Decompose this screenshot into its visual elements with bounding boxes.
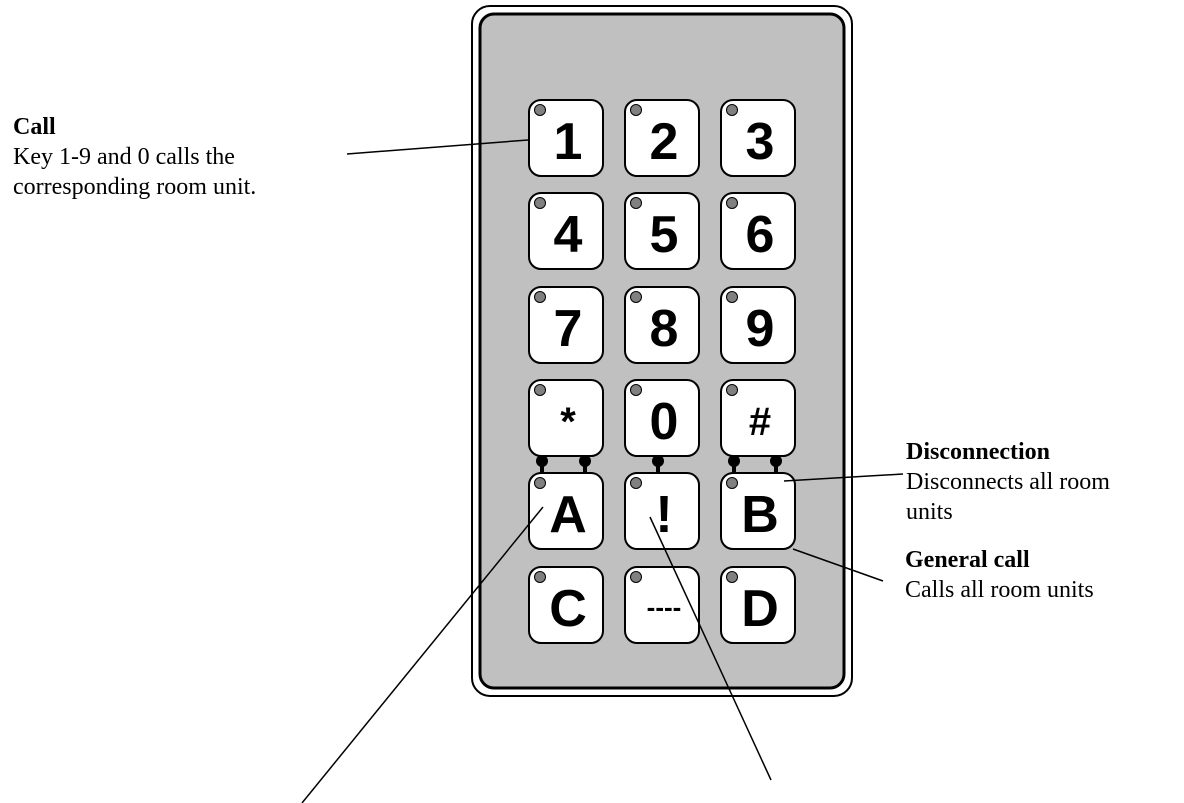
- key-face[interactable]: [624, 566, 700, 644]
- key-label: B: [741, 486, 779, 544]
- key-label: 1: [554, 113, 583, 171]
- key-label: D: [741, 580, 779, 638]
- general-call-title: General call: [905, 547, 1030, 573]
- connector-stem: [732, 461, 736, 473]
- key-label: C: [549, 580, 587, 638]
- key-label: 0: [650, 393, 679, 451]
- key-label: 2: [650, 113, 679, 171]
- key-face[interactable]: [720, 379, 796, 457]
- key-indicator-led: [630, 384, 642, 396]
- key-face[interactable]: [720, 472, 796, 550]
- key-indicator-led: [534, 477, 546, 489]
- leader-line-key-a: [301, 506, 544, 803]
- key-indicator-led: [534, 104, 546, 116]
- key-a[interactable]: A: [528, 472, 604, 550]
- call-description-line-1: Key 1-9 and 0 calls the: [13, 144, 235, 170]
- disconnection-description-line-2: units: [906, 499, 953, 525]
- key-face[interactable]: [528, 379, 604, 457]
- key-0[interactable]: 0: [624, 379, 700, 457]
- key-indicator-led: [630, 571, 642, 583]
- key-face[interactable]: [528, 99, 604, 177]
- key-label: 6: [746, 206, 775, 264]
- key-label: 3: [746, 113, 775, 171]
- key-label: !: [655, 486, 672, 544]
- key-6[interactable]: 6: [720, 192, 796, 270]
- key-9[interactable]: 9: [720, 286, 796, 364]
- key-indicator-led: [534, 291, 546, 303]
- leader-line-key-exclaim: [649, 516, 772, 781]
- key-label: 9: [746, 300, 775, 358]
- key-label: 4: [554, 206, 583, 264]
- key-label: ----: [647, 592, 682, 622]
- key-star[interactable]: *: [528, 379, 604, 457]
- disconnection-title: Disconnection: [906, 439, 1050, 465]
- key-indicator-led: [630, 197, 642, 209]
- leader-line-general-call: [792, 548, 884, 582]
- key-indicator-led: [630, 291, 642, 303]
- key-5[interactable]: 5: [624, 192, 700, 270]
- key-label: 7: [554, 300, 583, 358]
- key-7[interactable]: 7: [528, 286, 604, 364]
- disconnection-annotation: Disconnection Disconnects all room units: [906, 437, 1181, 527]
- general-call-annotation: General call Calls all room units: [905, 545, 1180, 605]
- key-face[interactable]: [720, 99, 796, 177]
- key-8[interactable]: 8: [624, 286, 700, 364]
- call-annotation: Call Key 1-9 and 0 calls the correspondi…: [13, 112, 343, 202]
- key-label: A: [549, 486, 587, 544]
- key-face[interactable]: [624, 379, 700, 457]
- connector-stem: [774, 461, 778, 473]
- key-face[interactable]: [720, 566, 796, 644]
- key-label: *: [560, 400, 576, 444]
- key-indicator-led: [726, 384, 738, 396]
- key-indicator-led: [726, 104, 738, 116]
- key-face[interactable]: [528, 472, 604, 550]
- indicator-dots: [536, 455, 782, 473]
- key-d[interactable]: D: [720, 566, 796, 644]
- connector-stem: [540, 461, 544, 473]
- key-indicator-led: [534, 571, 546, 583]
- key-face[interactable]: [624, 286, 700, 364]
- key-face[interactable]: [624, 99, 700, 177]
- key-1[interactable]: 1: [528, 99, 604, 177]
- key-face[interactable]: [528, 192, 604, 270]
- key-indicator-led: [534, 197, 546, 209]
- leader-line-disconnection: [783, 473, 904, 482]
- general-call-description: Calls all room units: [905, 577, 1094, 603]
- key-indicator-led: [726, 197, 738, 209]
- key-face[interactable]: [528, 286, 604, 364]
- call-description-line-2: corresponding room unit.: [13, 174, 257, 200]
- key-b[interactable]: B: [720, 472, 796, 550]
- key-face[interactable]: [720, 286, 796, 364]
- key-indicator-led: [534, 384, 546, 396]
- key-indicator-led: [726, 571, 738, 583]
- key-label: #: [749, 400, 771, 444]
- key-face[interactable]: [528, 566, 604, 644]
- disconnection-description-line-1: Disconnects all room: [906, 469, 1110, 495]
- key-label: 5: [650, 206, 679, 264]
- key-indicator-led: [630, 477, 642, 489]
- key-face[interactable]: [624, 472, 700, 550]
- key-dashes[interactable]: ----: [624, 566, 700, 644]
- leader-line-call: [346, 139, 529, 155]
- key-indicator-led: [726, 477, 738, 489]
- key-label: 8: [650, 300, 679, 358]
- call-title: Call: [13, 114, 56, 140]
- key-indicator-led: [726, 291, 738, 303]
- key-2[interactable]: 2: [624, 99, 700, 177]
- key-3[interactable]: 3: [720, 99, 796, 177]
- key-face[interactable]: [624, 192, 700, 270]
- key-c[interactable]: C: [528, 566, 604, 644]
- key-4[interactable]: 4: [528, 192, 604, 270]
- key-hash[interactable]: #: [720, 379, 796, 457]
- connector-stem: [656, 461, 660, 473]
- connector-stem: [583, 461, 587, 473]
- keys-layer: 1 2 3 4 5 6 7 8 9 * 0 # A! B C ---- D: [528, 99, 796, 644]
- key-face[interactable]: [720, 192, 796, 270]
- key-exclaim[interactable]: !: [624, 472, 700, 550]
- key-indicator-led: [630, 104, 642, 116]
